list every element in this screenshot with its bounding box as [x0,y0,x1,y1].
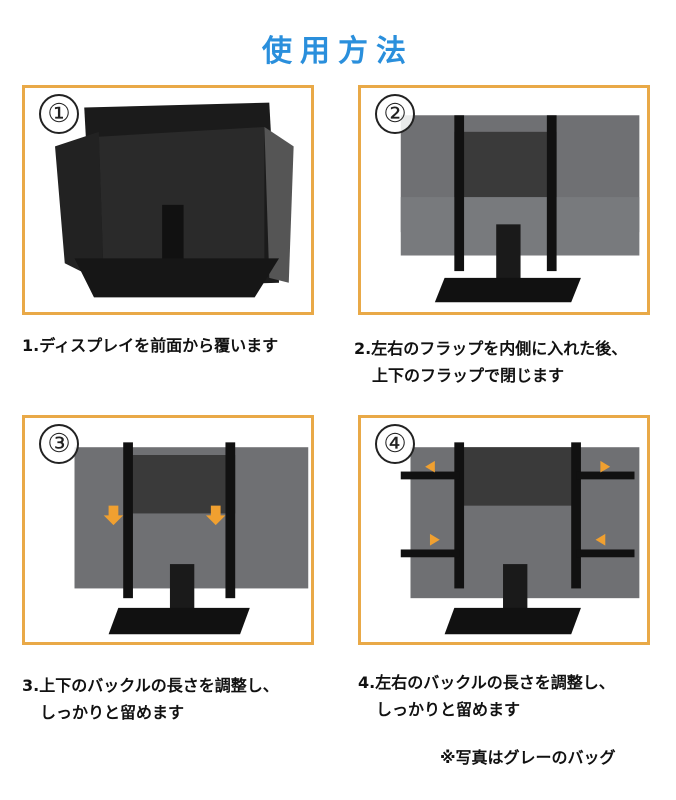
step-4-line2: しっかりと留めます [376,700,521,719]
bag-side-buckles-image [400,442,640,635]
step-4-number: ④ [375,424,415,464]
page-title: 使用方法 [262,34,414,69]
open-bag-over-monitor-image [55,102,294,298]
step-2-photo: ② [358,85,650,315]
step-2-number: ② [375,94,415,134]
step-3-line1: 3.上下のバックルの長さを調整し、 [22,676,279,695]
photo-color-note: ※写真はグレーのバッグ [440,748,616,767]
closed-bag-image [400,115,640,303]
step-3-photo: ③ [22,415,314,645]
bag-top-bottom-buckles-image [74,442,309,635]
step-2-caption: 2.左右のフラップを内側に入れた後、 上下のフラップで閉じます [354,335,627,389]
step-3-number: ③ [39,424,79,464]
step-1-number: ① [39,94,79,134]
step-3-line2: しっかりと留めます [40,703,185,722]
step-4-photo: ④ [358,415,650,645]
step-1-caption: 1.ディスプレイを前面から覆います [22,332,278,359]
step-2-line2: 上下のフラップで閉じます [372,366,565,385]
step-1-line1: 1.ディスプレイを前面から覆います [22,336,279,355]
step-4-caption: 4.左右のバックルの長さを調整し、 しっかりと留めます [358,669,615,723]
step-3-caption: 3.上下のバックルの長さを調整し、 しっかりと留めます [22,672,279,726]
step-1-photo: ① [22,85,314,315]
step-4-line1: 4.左右のバックルの長さを調整し、 [358,673,615,692]
step-2-line1: 2.左右のフラップを内側に入れた後、 [354,339,628,358]
